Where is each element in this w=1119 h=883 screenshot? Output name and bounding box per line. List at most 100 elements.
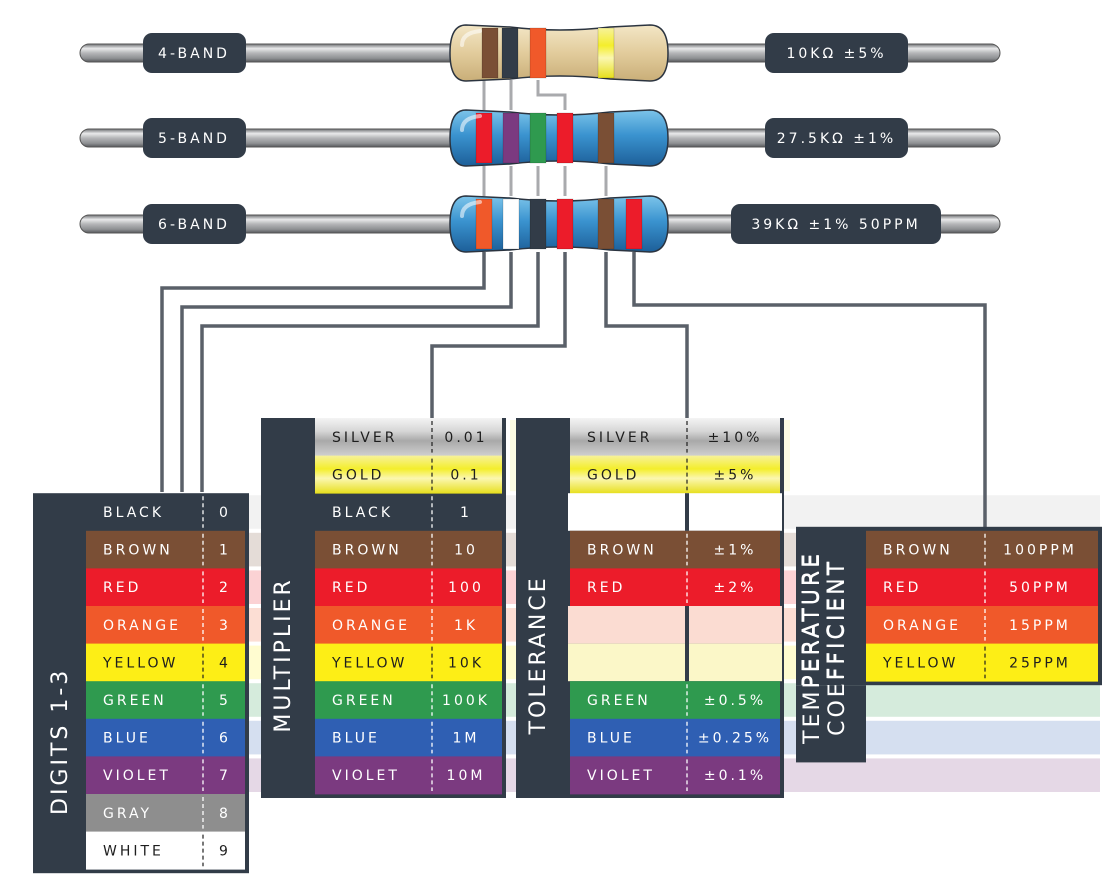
band-type-pill [143,33,246,73]
color-name: VIOLET [332,768,400,784]
color-name: BLUE [332,731,380,747]
color-value: 3 [219,618,231,634]
row-swatch-red [315,568,502,607]
row-swatch-yellow [866,643,1098,682]
row-swatch-blue [315,718,502,757]
color-name: YELLOW [331,655,407,671]
color-name: BROWN [332,543,402,559]
connector-tempco [632,252,987,530]
table-row: SILVER±10% [570,418,780,456]
connector-multiplier [430,252,567,418]
table-row: WHITE 9 [86,831,245,870]
table-row: VIOLET 7 [86,756,245,795]
band-orange [475,198,493,250]
color-name: GREEN [103,693,167,709]
body-highlight [460,200,482,218]
body-highlight [460,29,482,47]
row-swatch-red [570,568,780,607]
band-type-label: 6-BAND [158,217,230,233]
color-value: 9 [219,843,231,859]
row-swatch-silver [315,418,502,456]
band-type-label: 4-BAND [158,46,230,62]
band-red [556,112,574,164]
color-name: GRAY [103,806,152,822]
row-swatch-green [86,681,245,720]
temperature-title-line2: COEFFICIENT [825,559,850,736]
table-row: ORANGE 3 [86,606,245,644]
color-name: VIOLET [103,768,171,784]
band-green [529,112,547,164]
row-swatch-brown [86,530,245,569]
value-pill [765,118,908,158]
color-value: ±5% [714,467,757,483]
row-swatch-violet [86,756,245,795]
color-value: 2 [219,580,231,596]
band-black [529,198,547,250]
band-black [501,27,519,79]
table-row: BROWN±1% [570,530,780,569]
row-swatch-brown [866,530,1098,569]
color-name: BLUE [103,731,151,747]
digits-title: DIGITS 1-3 [48,668,73,815]
color-value: 5 [219,693,231,709]
inter-resistor-link [536,80,567,110]
color-value: ±0.5% [704,693,766,709]
value-pill [731,204,941,244]
color-name: BROWN [103,543,173,559]
table-row: GREEN 5 [86,681,245,720]
row-swatch-orange [866,606,1098,644]
color-value: 100 [448,580,484,596]
table-row: RED±2% [570,568,780,607]
band-brown [481,27,499,79]
tolerance-table: TOLERANCE SILVER±10% GOLD ±5% BROWN±1%RED±2%… [516,418,784,798]
tolerance-title: TOLERANCE [526,575,551,735]
color-value: 10M [447,768,486,784]
color-name: WHITE [103,843,164,859]
color-value: 10 [454,543,478,559]
color-name: BLACK [103,505,164,521]
row-swatch-red [866,568,1098,607]
color-name: ORANGE [103,618,181,634]
band-gold [597,27,615,79]
row-swatch-violet [570,756,780,795]
row-swatch-brown [570,530,780,569]
color-value: 7 [219,768,231,784]
row-swatch-silver [570,418,780,456]
band-brown [597,198,615,250]
connector-lines [160,80,987,530]
band-type-pill [143,118,246,158]
band-red [625,198,643,250]
color-name: RED [103,580,141,596]
color-name: GOLD [587,467,639,483]
row-swatch-gold [570,455,780,494]
band-type-label: 5-BAND [158,131,230,147]
row-swatch-blue [570,718,780,757]
row-swatch-orange [315,606,502,644]
band-type-pill [143,204,246,244]
band-violet [502,112,520,164]
color-value: 100PPM [1003,543,1077,559]
connector-digit-3 [200,252,540,492]
table-row: BLUE±0.25% [570,718,780,757]
empty-row [568,606,782,644]
color-name: GREEN [332,693,396,709]
connector-digit-1 [160,252,486,492]
color-name: ORANGE [883,618,961,634]
band-red [556,198,574,250]
temperature-title-extension [796,685,866,763]
color-name: SILVER [587,430,652,446]
row-swatch-blue [86,718,245,757]
row-swatch-yellow [86,643,245,682]
